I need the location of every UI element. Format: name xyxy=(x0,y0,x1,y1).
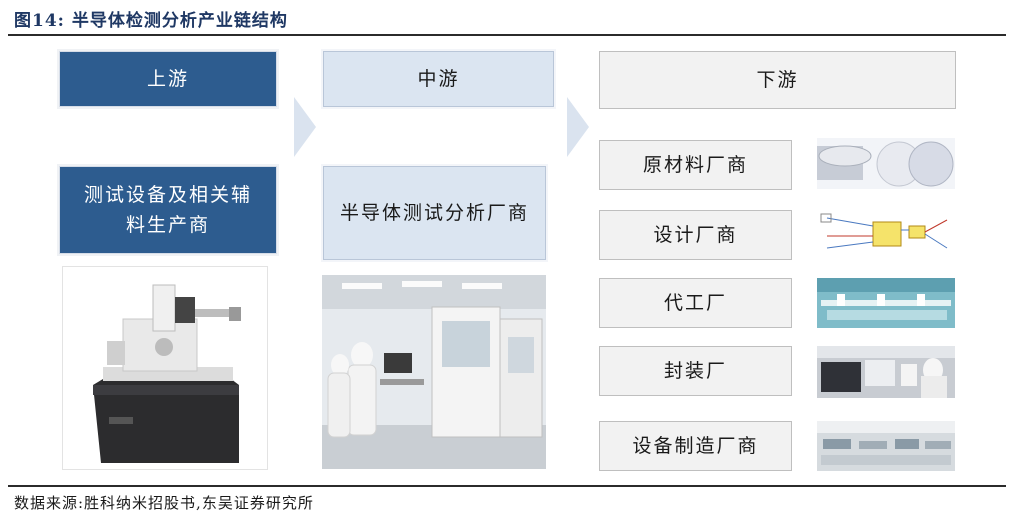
upstream-header: 上游 xyxy=(59,51,277,107)
test-equipment-photo xyxy=(62,266,268,470)
source-note: 数据来源:胜科纳米招股书,东吴证券研究所 xyxy=(14,494,314,512)
downstream-item-label: 设计厂商 xyxy=(653,224,738,246)
chevron-right-arrow-2 xyxy=(567,97,589,157)
midstream-label: 中游 xyxy=(417,68,460,90)
circuit-schematic-photo xyxy=(817,208,955,259)
downstream-item-label: 代工厂 xyxy=(663,292,727,314)
upstream-item: 测试设备及相关辅料生产商 xyxy=(59,166,277,254)
factory-floor-photo xyxy=(817,421,955,471)
midstream-item: 半导体测试分析厂商 xyxy=(323,166,546,260)
downstream-item-design: 设计厂商 xyxy=(599,210,792,260)
downstream-item-materials: 原材料厂商 xyxy=(599,140,792,190)
downstream-item-label: 原材料厂商 xyxy=(642,154,748,176)
upstream-label: 上游 xyxy=(146,68,189,90)
upstream-item-label: 测试设备及相关辅料生产商 xyxy=(83,184,252,236)
fab-line-photo xyxy=(817,278,955,328)
downstream-item-label: 设备制造厂商 xyxy=(632,435,759,457)
top-rule xyxy=(8,34,1006,36)
downstream-item-foundry: 代工厂 xyxy=(599,278,792,328)
figure-title: 图14: 半导体检测分析产业链结构 xyxy=(14,11,288,31)
chevron-right-arrow xyxy=(294,97,316,157)
midstream-item-label: 半导体测试分析厂商 xyxy=(340,202,530,224)
bottom-rule xyxy=(8,485,1006,487)
packaging-lab-photo xyxy=(817,346,955,398)
downstream-item-equipment: 设备制造厂商 xyxy=(599,421,792,471)
downstream-label: 下游 xyxy=(756,69,799,91)
downstream-item-packaging: 封装厂 xyxy=(599,346,792,396)
cleanroom-lab-photo xyxy=(322,275,546,469)
midstream-header: 中游 xyxy=(323,51,554,107)
downstream-header: 下游 xyxy=(599,51,956,109)
wafer-photo xyxy=(817,138,955,189)
downstream-item-label: 封装厂 xyxy=(663,360,727,382)
